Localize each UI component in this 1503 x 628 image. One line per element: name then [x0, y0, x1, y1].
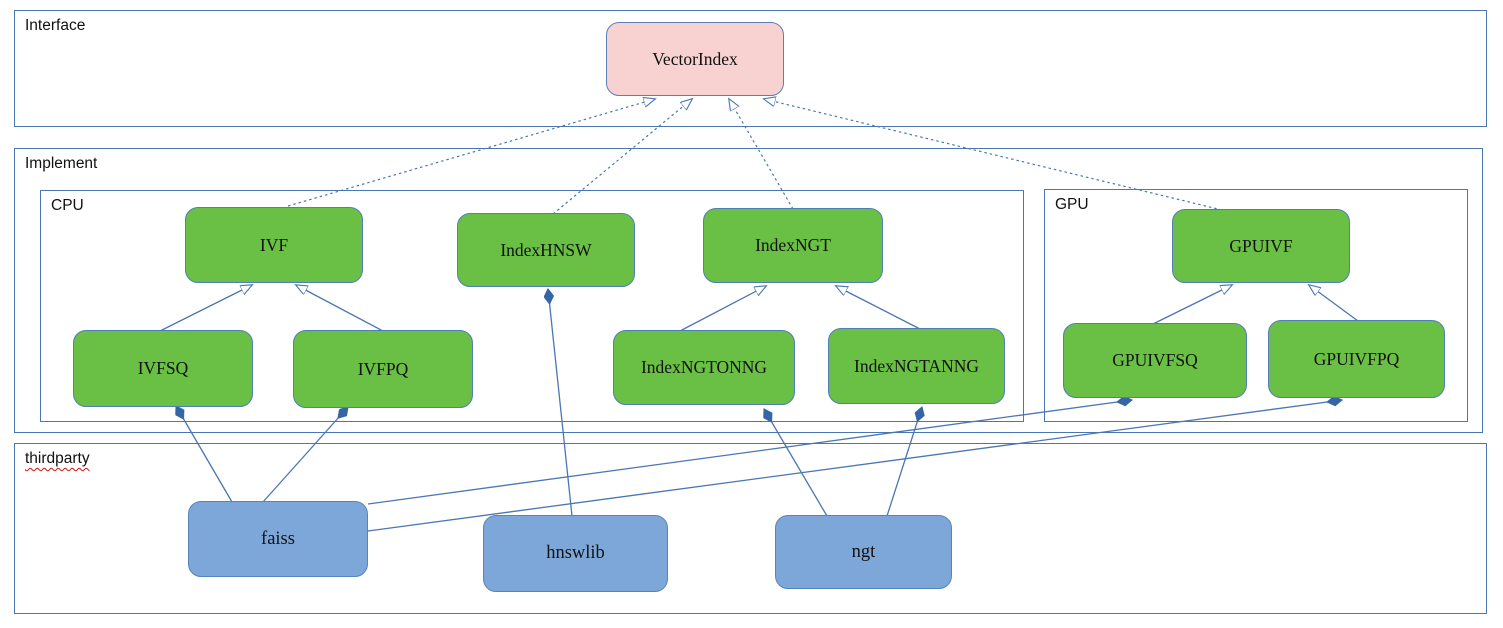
node-hnswlib-label: hnswlib — [546, 543, 605, 563]
container-interface-label: Interface — [25, 17, 86, 34]
node-gpuivfsq-label: GPUIVFSQ — [1112, 350, 1198, 370]
node-ngt[interactable]: ngt — [775, 515, 952, 589]
node-vectorindex-label: VectorIndex — [652, 48, 738, 69]
node-indexngt-label: IndexNGT — [755, 235, 831, 255]
node-indexngtonng-label: IndexNGTONNG — [640, 357, 768, 377]
node-ivfpq-label: IVFPQ — [357, 358, 409, 379]
node-indexngt[interactable]: IndexNGT — [703, 208, 883, 283]
node-indexngtonng[interactable]: IndexNGTONNG — [613, 330, 795, 405]
container-gpu-label: GPU — [1055, 196, 1089, 213]
node-ivf-label: IVF — [259, 234, 289, 255]
node-faiss[interactable]: faiss — [188, 501, 368, 577]
node-hnswlib[interactable]: hnswlib — [483, 515, 668, 592]
node-faiss-label: faiss — [261, 528, 295, 549]
node-gpuivfpq-label: GPUIVFPQ — [1313, 348, 1400, 369]
node-ivfpq[interactable]: IVFPQ — [293, 330, 473, 408]
node-ivf[interactable]: IVF — [185, 207, 363, 283]
node-ivfsq-label: IVFSQ — [137, 358, 189, 378]
node-vectorindex[interactable]: VectorIndex — [606, 22, 784, 96]
node-gpuivf[interactable]: GPUIVF — [1172, 209, 1350, 283]
node-ivfsq[interactable]: IVFSQ — [73, 330, 253, 407]
node-gpuivf-label: GPUIVF — [1229, 235, 1293, 256]
node-indexhnsw-label: IndexHNSW — [500, 239, 592, 260]
node-gpuivfpq[interactable]: GPUIVFPQ — [1268, 320, 1445, 398]
node-gpuivfsq[interactable]: GPUIVFSQ — [1063, 323, 1247, 398]
node-indexngtanng-label: IndexNGTANNG — [854, 355, 979, 376]
container-implement-label: Implement — [25, 155, 98, 172]
node-indexngtanng[interactable]: IndexNGTANNG — [828, 328, 1005, 404]
container-cpu-label: CPU — [51, 197, 84, 214]
node-indexhnsw[interactable]: IndexHNSW — [457, 213, 635, 287]
node-ngt-label: ngt — [851, 541, 876, 562]
container-thirdparty-label: thirdparty — [25, 450, 90, 467]
